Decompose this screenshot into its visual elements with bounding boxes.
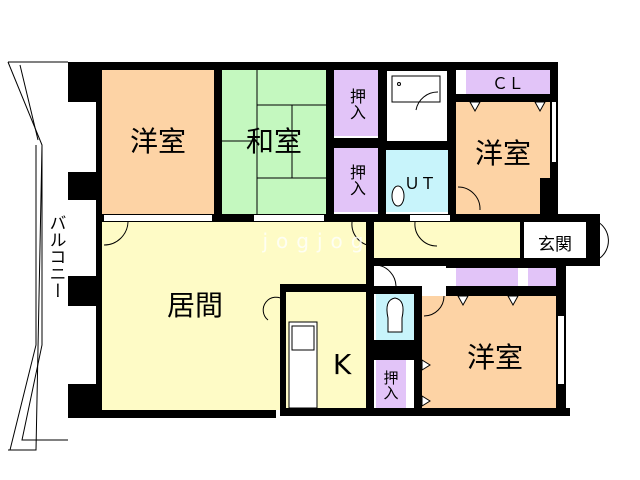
hallway (372, 222, 524, 262)
doorway-3 (410, 215, 450, 221)
wall-entrance-right (586, 214, 600, 266)
balcony-label: バルコニー (45, 213, 66, 299)
wall-mid-horizontal (96, 214, 600, 222)
wall-v5 (366, 214, 374, 410)
wall-cl-bottom (456, 94, 558, 102)
wall-entrance-top (520, 214, 600, 222)
closet-4 (456, 268, 518, 286)
wall-closet-divider (334, 138, 378, 148)
western-room-2-label: 洋室 (474, 137, 531, 170)
window-w2 (552, 102, 556, 162)
wall-kitchen-top (280, 284, 374, 292)
wall-v1 (214, 62, 222, 214)
living-room-label: 居間 (166, 289, 223, 322)
kitchen-label: K (332, 347, 352, 381)
window-right (558, 316, 564, 384)
western-room-1 (102, 70, 214, 214)
wall-top (68, 62, 558, 70)
wall-v4 (448, 62, 456, 214)
wall-kitchen-left (280, 284, 286, 410)
western-room-2 (456, 102, 550, 214)
watermark: jogjog (262, 229, 372, 253)
western-room-1-label: 洋室 (129, 125, 186, 158)
cl-label: ＣＬ (491, 74, 524, 93)
wall-w3-top2 (446, 286, 564, 296)
wall-left (96, 62, 102, 418)
closet-1 (334, 70, 378, 136)
closet-5 (528, 268, 556, 286)
closet-2 (334, 148, 378, 212)
ut-label: ＵＴ (403, 174, 436, 193)
closet-3 (376, 360, 406, 410)
wall-w3-top (446, 262, 564, 268)
closet-3-label: 押入 (381, 370, 400, 400)
wall-right-step (540, 178, 558, 218)
wall-entrance-left (520, 214, 524, 266)
wall-v2 (326, 62, 334, 214)
wall-v3 (378, 62, 386, 214)
wall-bottom (68, 410, 276, 418)
cl-closet (466, 70, 550, 94)
doorway-2 (254, 215, 324, 221)
closet-2-label: 押入 (347, 164, 366, 196)
closet-1-label: 押入 (347, 88, 366, 120)
wall-bath-divider (386, 142, 448, 150)
japanese-room-label: 和室 (245, 125, 302, 158)
wall-toilet-top (366, 286, 422, 294)
doorway-1 (104, 215, 212, 221)
wall-toilet-bottom (366, 340, 422, 360)
western-room-3 (422, 296, 562, 408)
western-room-3-label: 洋室 (466, 341, 523, 374)
entrance-label: 玄関 (538, 234, 572, 255)
wall-bottom-right (280, 408, 570, 416)
japanese-room (222, 70, 326, 214)
entrance (524, 222, 586, 262)
